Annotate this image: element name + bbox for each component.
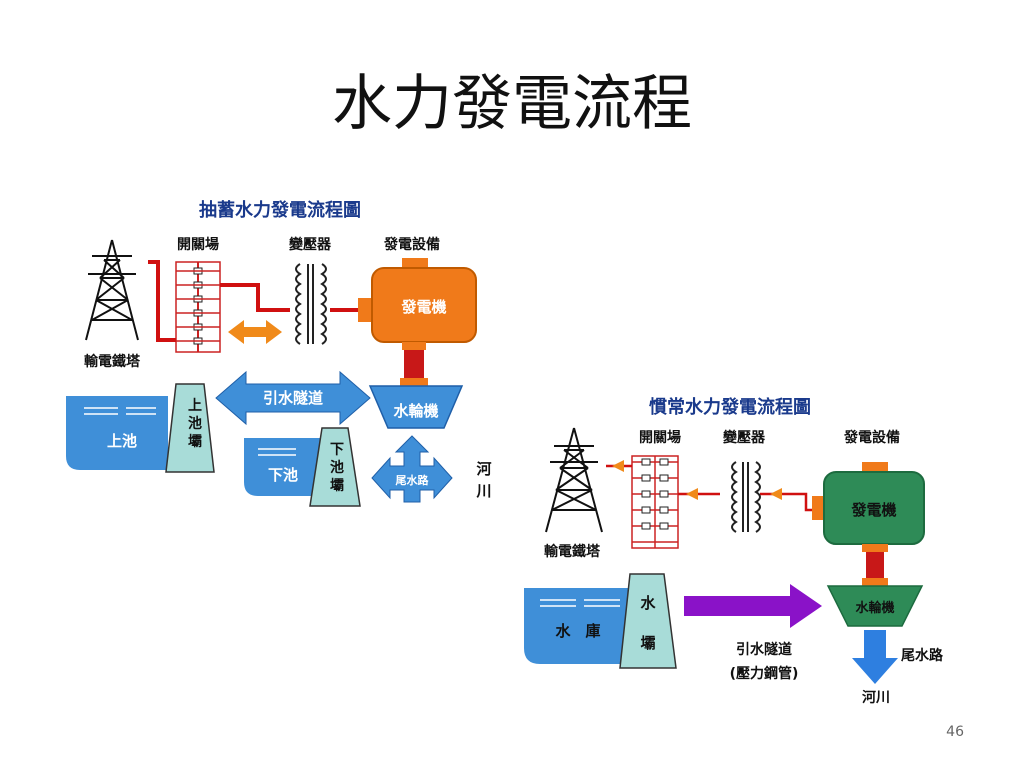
lower-dam-label-2: 池	[330, 459, 344, 476]
pumped-heading: 抽蓄水力發電流程圖	[199, 199, 361, 221]
pumped-generator	[358, 258, 477, 386]
conventional-river-label: 河川	[862, 689, 890, 706]
reservoir	[524, 588, 632, 664]
conventional-transformer-label: 變壓器	[723, 429, 766, 446]
reservoir-label: 水 庫	[555, 622, 600, 640]
lower-dam-label-3: 壩	[330, 478, 344, 494]
lower-pool-label: 下池	[268, 466, 298, 484]
pumped-river-label-2: 川	[475, 482, 491, 500]
conventional-penstock-label: (壓力鋼管)	[730, 665, 799, 682]
dam-label-2: 壩	[640, 634, 655, 652]
conventional-generator-label: 發電機	[850, 501, 896, 519]
conventional-tunnel-label: 引水隧道	[736, 641, 792, 658]
arrow-left-icon	[612, 460, 624, 472]
pumped-generator-label: 發電機	[400, 298, 446, 316]
conventional-turbine-label: 水輪機	[855, 600, 894, 616]
dam	[619, 573, 677, 669]
arrow-left-icon	[770, 488, 782, 500]
tailrace-arrow-icon	[371, 435, 453, 503]
upper-dam-label-2: 池	[188, 415, 202, 432]
transformer-icon	[295, 263, 327, 345]
pumped-equipment-label: 發電設備	[383, 236, 440, 253]
conventional-heading: 慣常水力發電流程圖	[648, 396, 811, 418]
penstock-arrow-icon	[684, 584, 822, 628]
water-lines-icon	[84, 407, 156, 415]
conventional-tower-label: 輸電鐵塔	[544, 543, 601, 560]
tailrace-down-arrow-icon	[852, 630, 898, 684]
pumped-tower-label: 輸電鐵塔	[84, 353, 141, 370]
pumped-river-label-1: 河	[476, 460, 491, 478]
pumped-tunnel-label: 引水隧道	[263, 389, 323, 407]
transformer-icon	[731, 461, 761, 533]
arrow-left-icon	[686, 488, 698, 500]
upper-dam-label-1: 上	[188, 398, 202, 414]
conventional-equipment-label: 發電設備	[843, 429, 900, 446]
transmission-tower-icon	[85, 239, 139, 341]
switchyard-icon	[631, 455, 679, 549]
pumped-turbine-label: 水輪機	[393, 402, 438, 420]
dam-label-1: 水	[640, 594, 656, 612]
pumped-storage-diagram: 抽蓄水力發電流程圖 輸電鐵塔 開關場	[66, 199, 492, 507]
conventional-diagram: 慣常水力發電流程圖 輸電鐵塔 開關場	[524, 396, 944, 706]
conventional-tailrace-label: 尾水路	[901, 647, 944, 664]
switchyard-icon	[175, 261, 221, 353]
lower-dam	[309, 427, 361, 507]
pumped-switchyard-label: 開關場	[177, 236, 219, 253]
water-lines-icon	[540, 599, 620, 607]
double-arrow-icon	[228, 320, 282, 344]
conventional-switchyard-label: 開關場	[639, 429, 681, 446]
conventional-turbine-shape	[826, 585, 924, 627]
pumped-tunnel-arrow	[215, 370, 371, 426]
lower-dam-label-1: 下	[330, 442, 344, 458]
pumped-turbine-shape	[368, 385, 464, 429]
water-lines-icon	[258, 448, 296, 456]
upper-dam-label-3: 壩	[188, 434, 202, 450]
pumped-transformer-label: 變壓器	[289, 236, 332, 253]
conventional-generator	[812, 462, 925, 586]
page-title: 水力發電流程	[332, 69, 692, 139]
page-number: 46	[946, 724, 964, 740]
pumped-tailrace-label: 尾水路	[395, 473, 430, 487]
lower-pool	[244, 438, 324, 496]
upper-pool-label: 上池	[107, 432, 137, 450]
upper-dam	[165, 383, 215, 473]
transmission-tower-icon	[545, 427, 603, 533]
